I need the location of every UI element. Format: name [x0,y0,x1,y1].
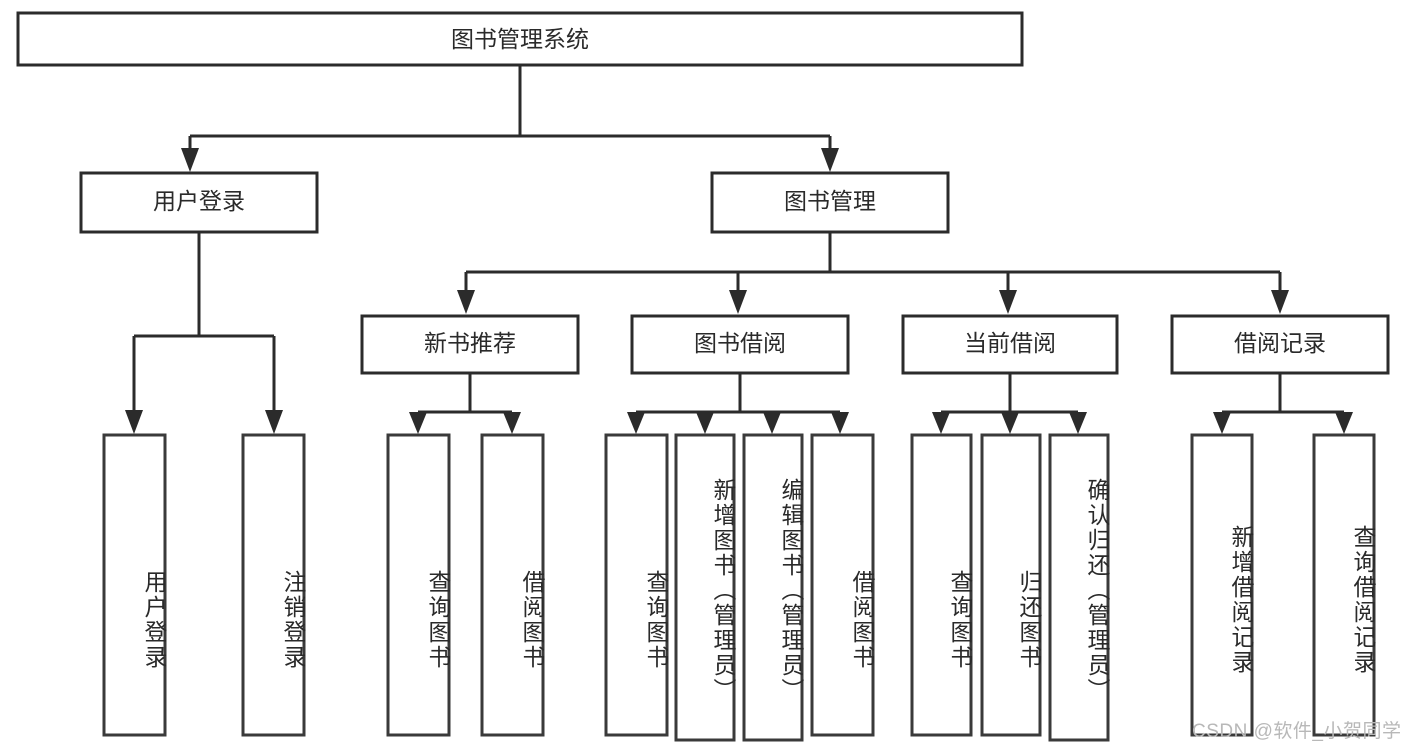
node-book-borrow[interactable]: 图书借阅 [630,314,850,375]
node-label-current-borrow: 当前借阅 [964,330,1056,356]
node-current-borrow[interactable]: 当前借阅 [901,314,1119,375]
csdn-watermark: CSDN @软件_小贺同学 [1192,721,1402,742]
node-box-shape [901,314,1119,375]
arrow-icon [457,290,475,314]
node-label-book-management: 图书管理 [784,188,876,214]
arrow-icon [1069,412,1087,434]
connector-root-to-level2 [181,65,839,172]
arrow-icon [627,412,645,434]
node-box-shape [16,11,1024,67]
node-root-system[interactable]: 图书管理系统 [16,11,1024,67]
node-label-borrow-record: 借阅记录 [1234,330,1326,356]
leaf-box-logout[interactable] [241,433,306,737]
leaf-box-add-borrow-record[interactable] [1190,433,1254,737]
node-book-management[interactable]: 图书管理 [710,171,950,234]
connector-new-book-to-leaves [409,373,521,434]
connector-user-login-to-leaves [125,232,283,434]
leaf-box-edit-book-admin[interactable] [742,433,804,742]
connector-current-borrow-to-leaves [932,373,1087,434]
arrow-icon [1001,412,1019,434]
arrow-icon [181,148,199,172]
node-box-shape [79,171,319,234]
arrow-icon [763,412,781,434]
node-label-new-book-recommend: 新书推荐 [424,330,516,356]
leaf-box-borrow-book-recommend[interactable] [480,433,545,737]
leaf-box-query-book[interactable] [604,433,669,737]
leaf-box-query-book-recommend[interactable] [386,433,451,737]
arrow-icon [1271,290,1289,314]
connector-book-manage-to-level3 [457,232,1289,314]
arrow-icon [1213,412,1231,434]
node-box-shape [360,314,580,375]
node-new-book-recommend[interactable]: 新书推荐 [360,314,580,375]
node-label-book-borrow: 图书借阅 [694,330,786,356]
arrow-icon [265,410,283,434]
leaf-box-query-borrow-record[interactable] [1312,433,1376,737]
leaf-box-user-login[interactable] [102,433,167,737]
arrow-icon [696,412,714,434]
leaf-box-return-book[interactable] [980,433,1042,737]
connector-borrow-record-to-leaves [1213,373,1353,434]
node-box-shape [710,171,950,234]
node-user-login[interactable]: 用户登录 [79,171,319,234]
arrow-icon [999,290,1017,314]
arrow-icon [409,412,427,434]
connector-book-borrow-to-leaves [627,373,849,434]
arrow-icon [729,290,747,314]
arrow-icon [125,410,143,434]
node-label-user-login: 用户登录 [153,188,245,214]
arrow-icon [831,412,849,434]
leaf-box-add-book-admin[interactable] [674,433,736,742]
node-box-shape [1170,314,1390,375]
arrow-icon [503,412,521,434]
node-label-root: 图书管理系统 [451,26,589,52]
leaf-box-confirm-return-admin[interactable] [1048,433,1110,742]
node-borrow-record[interactable]: 借阅记录 [1170,314,1390,375]
node-box-shape [630,314,850,375]
arrow-icon [932,412,950,434]
arrow-icon [821,148,839,172]
leaf-box-query-book-current[interactable] [910,433,973,737]
arrow-icon [1335,412,1353,434]
leaf-box-borrow-book[interactable] [810,433,875,737]
